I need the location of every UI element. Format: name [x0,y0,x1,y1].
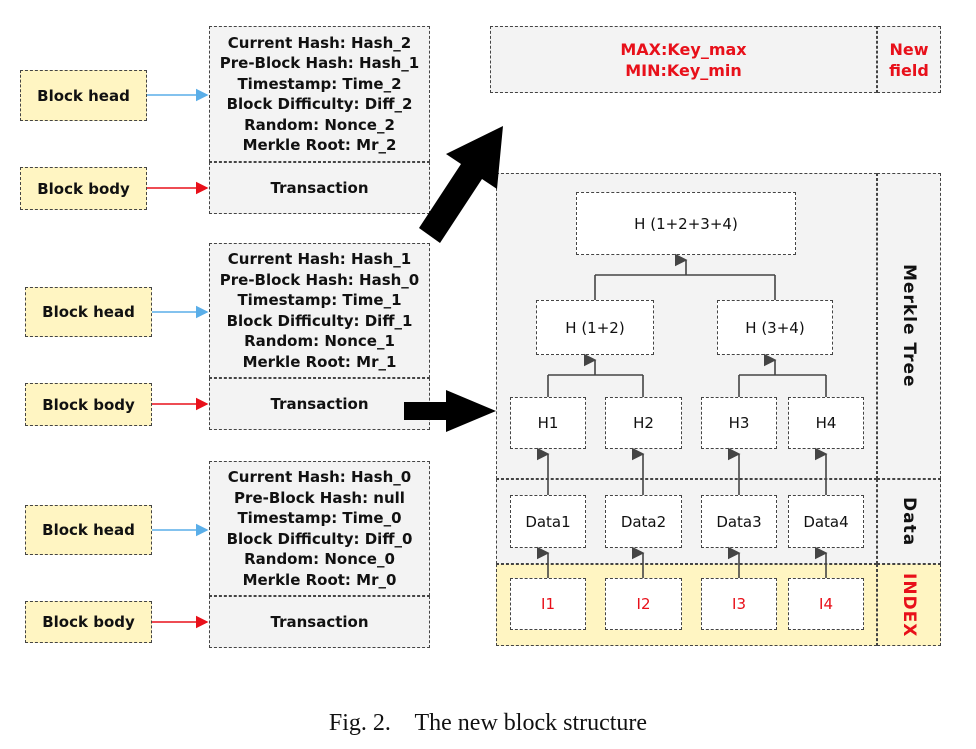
new-field-box: MAX:Key_max MIN:Key_min [490,26,877,93]
index-node-1: I1 [510,578,586,630]
merkle-leaf-h3: H3 [701,397,777,449]
header-line: Timestamp: Time_1 [237,291,402,309]
header-line: Timestamp: Time_0 [237,509,402,527]
block-body-label-0: Block body [25,601,152,643]
new-field-max: MAX:Key_max [620,39,747,59]
header-line: Timestamp: Time_2 [237,74,402,93]
data-node-3: Data3 [701,495,777,548]
header-line: Pre-Block Hash: Hash_0 [219,270,420,289]
block-header-2: Current Hash: Hash_2 Pre-Block Hash: Has… [209,26,430,162]
block-head-label-1: Block head [25,287,152,337]
block-head-label-0: Block head [25,505,152,555]
transaction-box-2: Transaction [209,162,430,214]
header-line: Current Hash: Hash_0 [227,468,412,486]
header-line: Merkle Root: Mr_0 [242,570,397,589]
header-line: Block Difficulty: Diff_0 [226,529,413,548]
index-node-4: I4 [788,578,864,630]
figure-caption: Fig. 2. The new block structure [328,710,648,736]
new-field-min: MIN:Key_min [625,60,742,80]
data-node-4: Data4 [788,495,864,548]
new-field-side-line: field [889,60,929,80]
merkle-leaf-h2: H2 [605,397,682,449]
data-node-1: Data1 [510,495,586,548]
block-head-label-2: Block head [20,70,147,121]
block-body-label-1: Block body [25,383,152,426]
index-side-label: INDEX [877,564,941,646]
header-line: Block Difficulty: Diff_1 [226,311,413,330]
merkle-tree-side-label: Merkle Tree [877,173,941,479]
transaction-box-0: Transaction [209,596,430,648]
block-header-0: Current Hash: Hash_0 Pre-Block Hash: nul… [209,461,430,596]
block-header-1: Current Hash: Hash_1 Pre-Block Hash: Has… [209,243,430,378]
header-line: Random: Nonce_0 [244,550,395,568]
header-line: Random: Nonce_1 [244,332,395,350]
header-line: Pre-Block Hash: Hash_1 [219,54,420,72]
big-diagonal-arrow [419,126,503,243]
header-line: Pre-Block Hash: null [234,488,405,507]
index-node-3: I3 [701,578,777,630]
new-field-side-line: New [889,39,929,59]
header-line: Current Hash: Hash_1 [227,250,412,268]
merkle-mid-right-node: H (3+4) [717,300,833,355]
data-side-label: Data [877,479,941,564]
header-line: Random: Nonce_2 [244,115,395,134]
transaction-box-1: Transaction [209,378,430,430]
header-line: Current Hash: Hash_2 [227,33,412,52]
block-body-label-2: Block body [20,167,147,210]
header-line: Block Difficulty: Diff_2 [226,95,413,113]
header-line: Merkle Root: Mr_2 [242,136,397,154]
new-field-side-label: New field [877,26,941,93]
big-right-arrow [404,390,496,432]
header-line: Merkle Root: Mr_1 [242,352,397,371]
index-node-2: I2 [605,578,682,630]
